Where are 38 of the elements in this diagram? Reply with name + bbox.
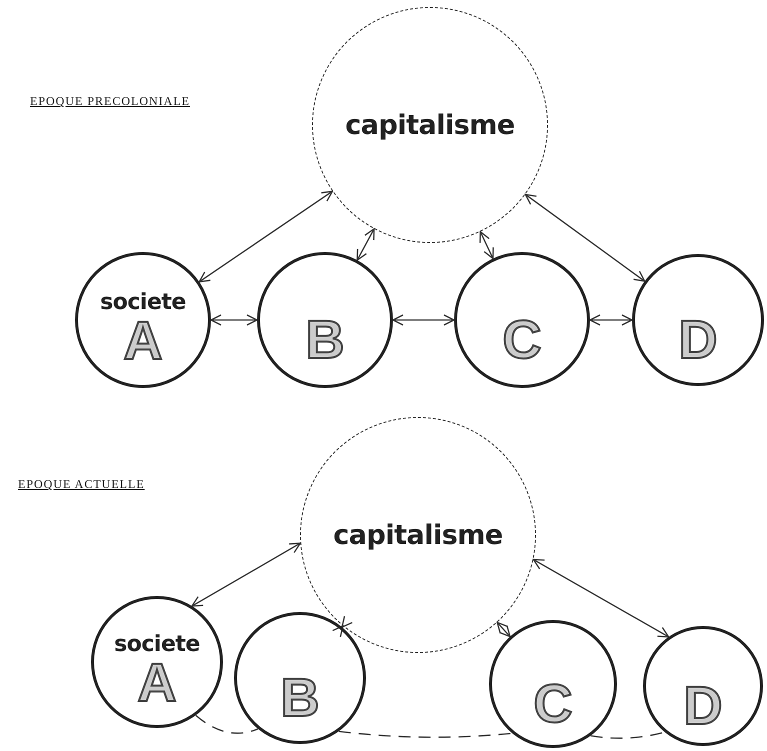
section-heading: EPOQUE ACTUELLE bbox=[18, 477, 145, 492]
double-arrow bbox=[589, 314, 633, 326]
society-circle bbox=[643, 626, 763, 746]
double-arrow bbox=[198, 190, 334, 282]
society-letter: A bbox=[138, 656, 176, 710]
connector-line bbox=[195, 714, 258, 734]
society-circle bbox=[257, 252, 393, 388]
double-arrow bbox=[524, 194, 646, 282]
section-heading: EPOQUE PRECOLONIALE bbox=[30, 94, 190, 109]
society-letter: C bbox=[502, 313, 542, 367]
society-letter: D bbox=[684, 679, 722, 733]
society-circle bbox=[454, 252, 590, 388]
double-arrow bbox=[479, 231, 494, 260]
double-arrow bbox=[356, 228, 375, 261]
circle-label: capitalisme bbox=[345, 110, 515, 140]
society-letter: A bbox=[124, 314, 162, 368]
dashed-circle bbox=[312, 7, 548, 243]
society-circle bbox=[489, 620, 617, 748]
society-circle bbox=[234, 612, 366, 744]
double-arrow bbox=[392, 314, 455, 326]
circle-label: societe bbox=[100, 292, 186, 314]
society-circle bbox=[75, 252, 211, 388]
society-letter: B bbox=[280, 671, 320, 725]
connector-line bbox=[590, 732, 665, 739]
connector-line bbox=[338, 730, 512, 738]
society-letter: C bbox=[534, 677, 572, 731]
double-arrow bbox=[191, 542, 301, 607]
double-arrow bbox=[532, 558, 670, 638]
double-arrow bbox=[332, 616, 353, 638]
dashed-circle bbox=[300, 417, 536, 653]
society-circle bbox=[91, 596, 223, 728]
society-circle bbox=[632, 254, 764, 386]
double-arrow bbox=[210, 314, 258, 326]
circle-label: societe bbox=[114, 634, 200, 656]
circle-label: capitalisme bbox=[333, 520, 503, 550]
double-arrow bbox=[496, 622, 511, 638]
society-letter: D bbox=[678, 313, 718, 367]
society-letter: B bbox=[306, 313, 344, 367]
